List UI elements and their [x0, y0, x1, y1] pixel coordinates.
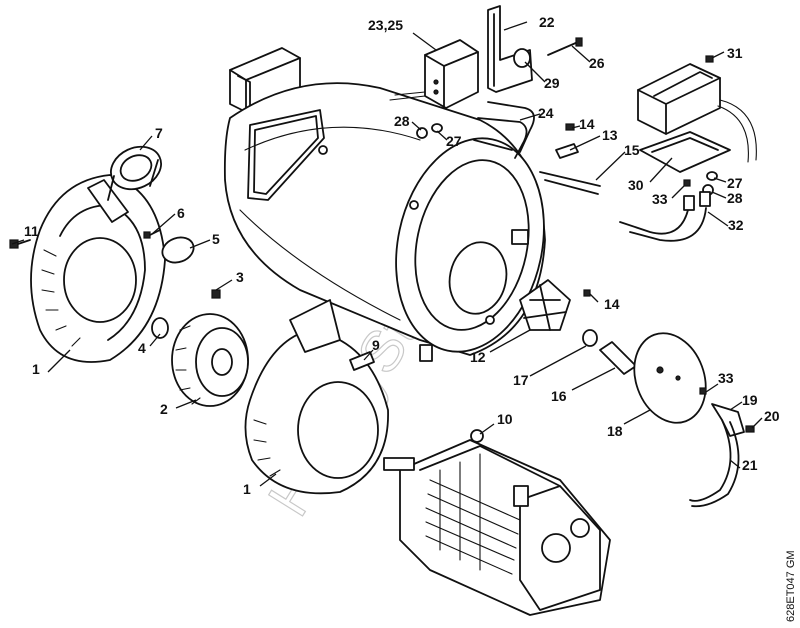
callout-21: 21 — [742, 457, 758, 473]
air-flap — [161, 236, 195, 264]
motor-pump-unit — [383, 439, 611, 616]
fuel-hose — [689, 419, 740, 508]
callout-33b: 33 — [718, 370, 734, 386]
screw-10 — [470, 429, 484, 443]
ignition-transformer — [389, 39, 479, 109]
callout-14b: 14 — [604, 296, 620, 312]
callout-28a: 28 — [394, 113, 410, 129]
leader-lines — [11, 21, 763, 487]
callouts: 23,25 22 26 29 31 24 28 27 14 13 15 7 30… — [24, 14, 780, 497]
callout-27b: 27 — [727, 175, 743, 191]
callout-16: 16 — [551, 388, 567, 404]
callout-10: 10 — [497, 411, 513, 427]
control-unit — [637, 55, 757, 163]
fan-housing-right — [244, 299, 389, 495]
air-nozzle — [107, 145, 162, 201]
callout-33a: 33 — [652, 191, 668, 207]
callout-15: 15 — [624, 142, 640, 158]
callout-19: 19 — [742, 392, 758, 408]
nut-28 — [416, 127, 428, 139]
screw-33b — [699, 387, 707, 395]
tee-fitting — [711, 403, 755, 437]
callout-14a: 14 — [579, 116, 595, 132]
screw-33a — [683, 179, 691, 187]
callout-27a: 27 — [446, 133, 462, 149]
callout-7: 7 — [155, 125, 163, 141]
callout-18: 18 — [607, 423, 623, 439]
screw-14b — [583, 289, 591, 297]
nozzle-tube — [599, 341, 637, 375]
callout-31: 31 — [727, 45, 743, 61]
drawing-code: 628ET047 GM — [785, 550, 797, 622]
cable-plugs — [619, 191, 711, 242]
callout-9: 9 — [372, 337, 380, 353]
ignition-electrodes — [539, 123, 601, 195]
screw-6 — [143, 229, 161, 239]
fan-housing-left — [30, 174, 166, 363]
callout-2: 2 — [160, 401, 168, 417]
callout-23-25: 23,25 — [368, 17, 403, 33]
callout-17: 17 — [513, 372, 529, 388]
callout-6: 6 — [177, 205, 185, 221]
callout-22: 22 — [539, 14, 555, 30]
flame-disc — [519, 279, 571, 331]
callout-3: 3 — [236, 269, 244, 285]
oil-nozzle — [582, 329, 598, 347]
callout-29: 29 — [544, 75, 560, 91]
mounting-plate — [639, 131, 731, 173]
callout-30: 30 — [628, 177, 644, 193]
callout-12: 12 — [470, 349, 486, 365]
boiler-tank — [223, 47, 546, 362]
callout-13: 13 — [602, 127, 618, 143]
coupling — [151, 317, 169, 339]
end-cover — [633, 332, 707, 424]
callout-1a: 1 — [32, 361, 40, 377]
callout-32: 32 — [728, 217, 744, 233]
callout-24: 24 — [538, 105, 554, 121]
callout-4: 4 — [138, 340, 146, 356]
callout-28b: 28 — [727, 190, 743, 206]
callout-5: 5 — [212, 231, 220, 247]
washer-27 — [431, 123, 443, 133]
callout-1b: 1 — [243, 481, 251, 497]
callout-11: 11 — [24, 223, 39, 239]
callout-20: 20 — [764, 408, 780, 424]
bolt-26 — [547, 37, 583, 56]
fan-wheel — [171, 313, 249, 407]
callout-26: 26 — [589, 55, 605, 71]
nut-3 — [211, 289, 221, 299]
mounting-bracket — [487, 5, 533, 93]
